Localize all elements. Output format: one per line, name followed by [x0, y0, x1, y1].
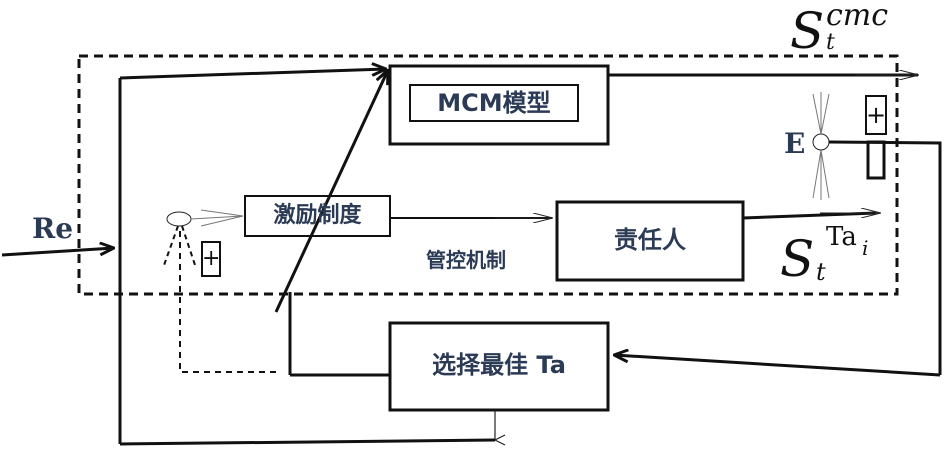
junction-spokes	[812, 92, 830, 200]
responsible-output	[742, 211, 877, 220]
control-mechanism-label: 管控机制	[426, 248, 506, 272]
input-label: Re	[32, 212, 74, 245]
output-bottom-sup-sub: i	[862, 236, 869, 260]
error-feedback-path	[828, 140, 942, 375]
diagonal-to-mcm	[274, 70, 388, 313]
plus-sign-right: +	[866, 101, 887, 129]
output-top-sub: t	[826, 30, 835, 55]
plus-box-left	[201, 241, 221, 277]
output-bottom-base: S	[780, 230, 815, 288]
dashed-feedback	[179, 228, 276, 373]
output-top-symbol: S cmc t	[790, 0, 930, 60]
responsible-label: 责任人	[614, 226, 686, 254]
output-top-sup: cmc	[826, 0, 889, 33]
mcm-model-label-box	[409, 84, 579, 122]
bottom-return-line	[119, 438, 496, 446]
output-bottom-symbol: S Ta i t	[780, 222, 930, 288]
plus-box-right	[865, 95, 887, 135]
dashed-leg-right	[181, 225, 197, 269]
dashed-leg-left	[162, 225, 179, 269]
junction-to-incentive-head	[190, 209, 244, 227]
bus-to-mcm	[119, 69, 386, 80]
output-bottom-sup: Ta	[826, 222, 857, 252]
select-best-box	[388, 321, 610, 412]
output-bottom-sub: t	[816, 258, 826, 286]
plus-sign-left: +	[202, 246, 221, 271]
error-label: E	[784, 127, 806, 160]
error-summing-junction	[812, 133, 830, 151]
incentive-summing-junction	[166, 211, 192, 227]
system-boundary	[77, 54, 899, 296]
responsible-box	[555, 200, 745, 282]
mcm-model-label: MCM模型	[437, 89, 551, 117]
feedback-to-select	[614, 355, 941, 377]
input-arrow	[1, 248, 114, 257]
incentive-label: 激励制度	[273, 203, 362, 228]
select-best-label: 选择最佳 Ta	[432, 351, 566, 379]
incentive-label-box	[244, 195, 391, 237]
minus-box-right	[866, 140, 886, 180]
output-top-base: S	[790, 2, 825, 60]
